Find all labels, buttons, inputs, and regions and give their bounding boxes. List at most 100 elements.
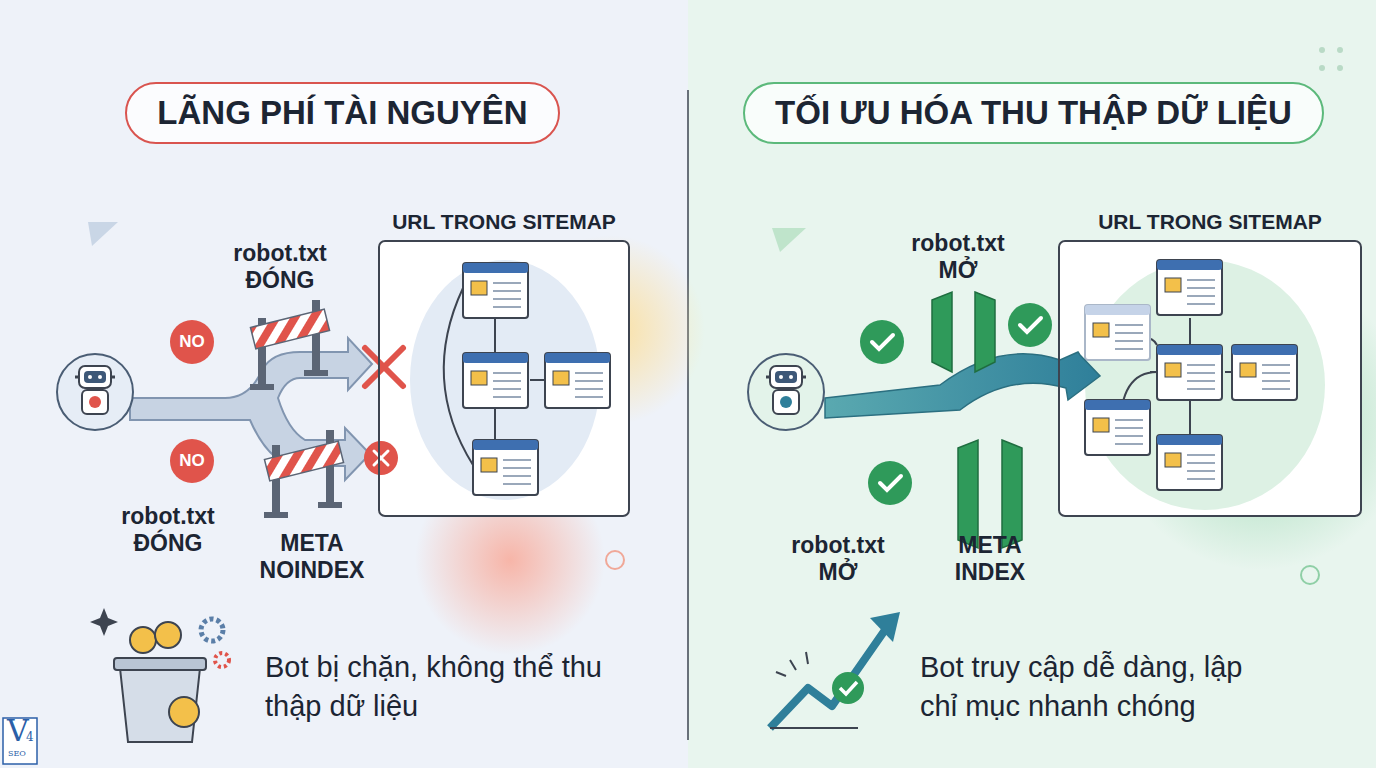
title-pill: LÃNG PHÍ TÀI NGUYÊN: [125, 82, 560, 144]
shape: [1187, 470, 1215, 472]
logo-mark: SEO: [8, 750, 26, 758]
shape: [1232, 345, 1297, 355]
shape: [868, 461, 912, 505]
shape: [1262, 388, 1290, 390]
shape: [773, 390, 799, 414]
shape: [1157, 435, 1222, 490]
box-heading: URL TRONG SITEMAP: [1098, 210, 1322, 234]
shape: [98, 375, 102, 379]
robots-label: robot.txt MỞ: [911, 230, 1004, 284]
shape: [1187, 295, 1215, 297]
cross: [365, 348, 403, 386]
shape: [493, 372, 521, 374]
box-heading: URL TRONG SITEMAP: [392, 210, 616, 234]
shape: [1115, 419, 1143, 421]
shape: [575, 396, 603, 398]
page-icon: [1085, 305, 1150, 360]
robots-label: robot.txt ĐÓNG: [233, 240, 326, 294]
cluster: [1085, 260, 1325, 510]
sitemap-box: URL TRONG SITEMAP: [1058, 240, 1362, 517]
page-icon: [1157, 435, 1222, 490]
blocked-arrow: [130, 338, 372, 480]
shape: [503, 467, 531, 469]
page-icon: [1085, 400, 1150, 455]
sitemap-ground: [1058, 240, 1362, 517]
shape: [473, 440, 538, 495]
no-badge: NO: [170, 320, 214, 364]
logo-mark: 4: [26, 731, 34, 743]
page-icon: [1157, 260, 1222, 315]
shape: [1187, 380, 1215, 382]
shape: [575, 388, 603, 390]
shape: [1187, 372, 1215, 374]
shape: [503, 483, 531, 485]
no-badge: NO: [170, 439, 214, 483]
shape: [1187, 279, 1215, 281]
shape: [1115, 324, 1143, 326]
shape: [575, 372, 603, 374]
shape: [1093, 418, 1109, 432]
shape: [1262, 380, 1290, 382]
shape: [553, 371, 569, 385]
left-ground: [0, 0, 688, 768]
shape: [1115, 340, 1143, 342]
deco: [606, 551, 624, 569]
node-label: NO: [179, 332, 205, 352]
shape: [493, 396, 521, 398]
barrier: [264, 430, 344, 518]
check-icon: [868, 461, 912, 505]
meta-label: META INDEX: [955, 532, 1025, 586]
shape: [880, 476, 901, 490]
shape: [1115, 427, 1143, 429]
shape: [503, 459, 531, 461]
node-label: NO: [179, 451, 205, 471]
shape: [1187, 478, 1215, 480]
shape: [1187, 364, 1215, 366]
shape: [575, 380, 603, 382]
shape: [779, 375, 783, 379]
caption-text: Bot bị chặn, không thể thu thập dữ liệu: [265, 648, 615, 726]
shape: [1187, 287, 1215, 289]
shape: [111, 376, 115, 379]
trash-icon: [90, 608, 229, 742]
check-icon: [860, 320, 904, 364]
page-icon: [463, 353, 528, 408]
shape: [1157, 260, 1222, 315]
node-label: TỐI ƯU HÓA THU THẬP DỮ LIỆU: [775, 94, 1292, 132]
shape: [1115, 348, 1143, 350]
robot-icon: [57, 354, 133, 430]
shape: [766, 376, 770, 379]
page-icon: [545, 353, 610, 408]
shape: [1157, 435, 1222, 445]
shape: [1262, 372, 1290, 374]
deco: [772, 228, 806, 252]
shape: [860, 320, 904, 364]
robots-label: robot.txt ĐÓNG: [121, 503, 214, 557]
shape: [1240, 363, 1256, 377]
shape: [1262, 364, 1290, 366]
sitemap-ground: [378, 240, 630, 517]
right-ground: [688, 0, 1376, 768]
shape: [82, 390, 108, 414]
shape: [493, 306, 521, 308]
shape: [1232, 345, 1297, 400]
page-icon: [1232, 345, 1297, 400]
deco: [88, 222, 118, 246]
shape: [75, 376, 79, 379]
shape: [89, 396, 101, 408]
shape: [1187, 454, 1215, 456]
shape: [545, 353, 610, 363]
shape: [463, 263, 528, 273]
shape: [493, 282, 521, 284]
shape: [802, 376, 806, 379]
shape: [1008, 303, 1052, 347]
robot-icon: [748, 354, 824, 430]
shape: [493, 298, 521, 300]
shape: [493, 380, 521, 382]
shape: [1165, 278, 1181, 292]
shape: [463, 263, 528, 318]
shape: [88, 375, 92, 379]
shape: [493, 290, 521, 292]
sitemap-box: URL TRONG SITEMAP: [378, 240, 630, 517]
shape: [1165, 453, 1181, 467]
